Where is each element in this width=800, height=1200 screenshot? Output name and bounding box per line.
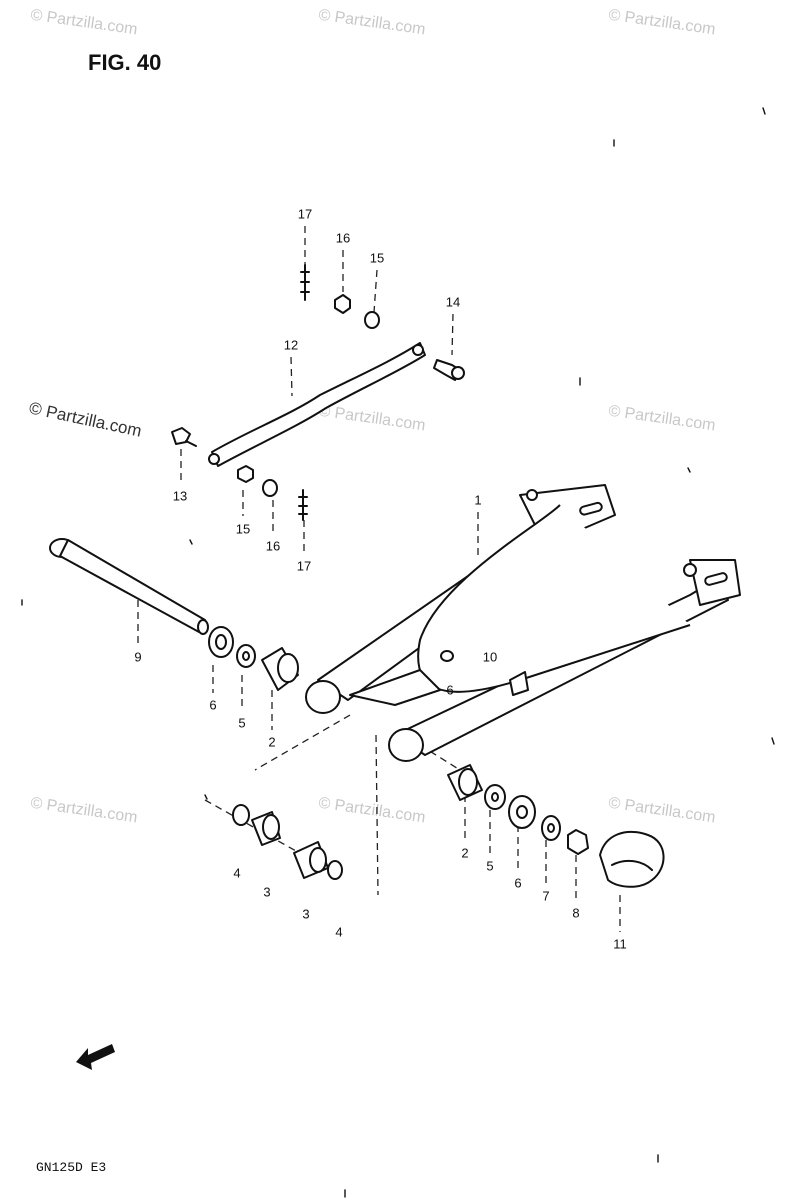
- arrow-left-fwd-icon: [76, 1044, 115, 1070]
- part-callout: 13: [172, 488, 188, 504]
- part-callout: 17: [297, 206, 313, 222]
- left-pivot-parts: [208, 626, 299, 691]
- part-callout: 16: [265, 538, 281, 554]
- figure-title: FIG. 40: [88, 50, 162, 75]
- part-callout: 3: [302, 906, 310, 922]
- part-callout: 9: [134, 649, 142, 665]
- part-callout: 10: [482, 649, 498, 665]
- part-callout: 6: [446, 682, 454, 698]
- part-callout: 1: [474, 492, 482, 508]
- part-callout: 5: [486, 858, 494, 874]
- swingarm-frame: [305, 484, 741, 762]
- part-callout: 12: [283, 337, 299, 353]
- part-callout: 4: [335, 924, 343, 940]
- model-code: GN125D E3: [36, 1160, 107, 1175]
- lower-right-parts: [447, 764, 665, 888]
- leader-lines: [137, 226, 621, 932]
- part-callout: 3: [263, 884, 271, 900]
- part-callout: 8: [572, 905, 580, 921]
- part-callout: 6: [514, 875, 522, 891]
- lower-left-bushings: [232, 804, 343, 880]
- part-callout: 2: [461, 845, 469, 861]
- part-callout: 16: [335, 230, 351, 246]
- part-callout: 4: [233, 865, 241, 881]
- part-callout: 15: [235, 521, 251, 537]
- pivot-shaft: [49, 538, 209, 635]
- top-fasteners: [171, 264, 465, 521]
- part-callout: 5: [238, 715, 246, 731]
- chain-adjuster-bar: [208, 342, 426, 467]
- part-callout: 2: [268, 734, 276, 750]
- part-callout: 6: [209, 697, 217, 713]
- part-callout: 11: [613, 936, 627, 952]
- part-callout: 17: [296, 558, 312, 574]
- scan-specks: [21, 107, 775, 1198]
- part-callout: 15: [369, 250, 385, 266]
- part-callout: 7: [542, 888, 550, 904]
- part-callout: 14: [445, 294, 461, 310]
